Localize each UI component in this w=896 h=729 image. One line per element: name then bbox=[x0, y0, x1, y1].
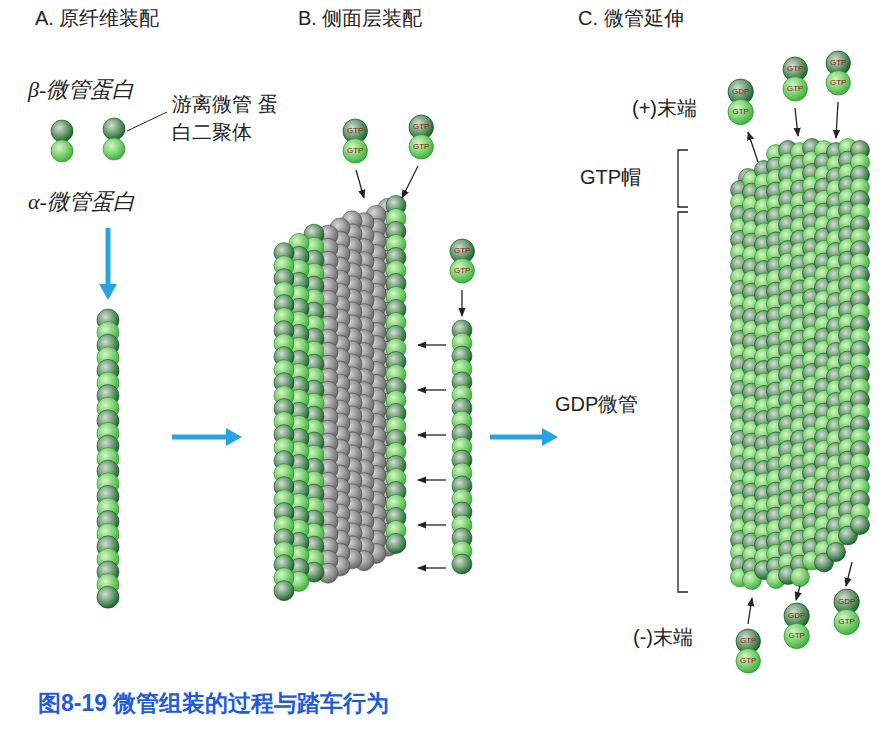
flow-arrow bbox=[418, 479, 446, 480]
range-bracket bbox=[678, 150, 688, 207]
tubulin-dimer: GTP GTP bbox=[735, 628, 761, 674]
dimer-shape bbox=[408, 114, 434, 160]
nucleotide-label: GTP bbox=[788, 632, 804, 640]
tubulin-subunit bbox=[783, 77, 807, 101]
flow-arrow bbox=[418, 524, 446, 525]
nucleotide-label: GTP bbox=[787, 85, 803, 93]
nucleotide-label: GDP bbox=[838, 598, 855, 606]
tubulin-subunit bbox=[409, 135, 433, 159]
tubulin-subunit bbox=[827, 543, 846, 562]
dimer-shape bbox=[735, 628, 761, 674]
flow-arrow bbox=[748, 132, 758, 162]
tubulin-subunit bbox=[736, 649, 760, 673]
dimer-shape bbox=[782, 56, 808, 102]
flow-arrow bbox=[795, 108, 798, 136]
figure-label: (+)末端 bbox=[632, 96, 697, 121]
tubulin-subunit bbox=[450, 259, 474, 283]
flow-arrow bbox=[461, 290, 462, 316]
nucleotide-label: GTP bbox=[347, 147, 363, 155]
flow-arrow bbox=[418, 567, 446, 568]
figure-label: GDP微管 bbox=[555, 392, 638, 417]
step-arrow bbox=[172, 435, 226, 440]
dimer-shape bbox=[727, 78, 754, 126]
flow-arrow bbox=[402, 166, 418, 198]
tubulin-subunit bbox=[728, 99, 753, 124]
nucleotide-label: GTP bbox=[454, 267, 470, 275]
drawing bbox=[51, 102, 870, 624]
figure-label: A. 原纤维装配 bbox=[35, 6, 159, 31]
tubulin-subunit bbox=[103, 138, 125, 160]
figure-label: 游离微管 蛋白二聚体 bbox=[172, 90, 284, 146]
tubulin-subunit bbox=[51, 140, 73, 162]
sheet-panel bbox=[274, 166, 558, 601]
nucleotide-label: GTP bbox=[830, 79, 846, 87]
figure-label: α-微管蛋白 bbox=[28, 188, 135, 216]
flow-arrow bbox=[836, 102, 838, 138]
tubulin-dimer: GTP GTP bbox=[782, 56, 808, 102]
tubulin-subunit bbox=[274, 581, 294, 601]
step-arrow bbox=[106, 228, 111, 284]
nucleotide-label: GTP bbox=[740, 657, 756, 665]
nucleotide-label: GTP bbox=[830, 59, 846, 67]
figure-label: β-微管蛋白 bbox=[28, 76, 134, 104]
protofilament-panel bbox=[51, 112, 242, 608]
tubulin-dimer: GTP GTP bbox=[449, 238, 475, 284]
nucleotide-label: GTP bbox=[413, 143, 429, 151]
tubulin-subunit bbox=[343, 139, 367, 163]
nucleotide-label: GTP bbox=[838, 618, 854, 626]
nucleotide-label: GTP bbox=[732, 108, 748, 116]
tubulin-subunit bbox=[386, 533, 406, 553]
nucleotide-label: GTP bbox=[740, 637, 756, 645]
tubulin-dimer: GTP GTP bbox=[825, 50, 851, 96]
figure-label: B. 侧面层装配 bbox=[298, 6, 422, 31]
nucleotide-label: GTP bbox=[347, 127, 363, 135]
tubulin-dimer: GDP GTP bbox=[833, 588, 860, 636]
nucleotide-label: GDP bbox=[788, 612, 805, 620]
step-arrow-head bbox=[99, 284, 117, 300]
dimer-shape bbox=[342, 118, 368, 164]
tubulin-subunit bbox=[51, 120, 73, 142]
flow-arrow bbox=[418, 389, 446, 390]
step-arrow-head bbox=[542, 428, 558, 446]
dimer-shape bbox=[783, 602, 810, 650]
step-arrow-head bbox=[226, 428, 242, 446]
nucleotide-label: GTP bbox=[787, 65, 803, 73]
dimer-shape bbox=[833, 588, 860, 636]
tubulin-subunit bbox=[452, 554, 472, 574]
tubulin-subunit bbox=[834, 609, 859, 634]
figure-label: (-)末端 bbox=[633, 625, 693, 650]
dimer-shape bbox=[825, 50, 851, 96]
microtubule-panel bbox=[678, 102, 870, 624]
tubulin-subunit bbox=[103, 118, 125, 140]
flow-arrow bbox=[418, 344, 446, 345]
flow-arrow bbox=[356, 170, 364, 198]
tubulin-subunit bbox=[851, 516, 870, 535]
tubulin-subunit bbox=[791, 568, 810, 587]
figure-caption: 图8-19 微管组装的过程与踏车行为 bbox=[38, 688, 389, 719]
tubulin-dimer: GDP GTP bbox=[727, 78, 754, 126]
tubulin-subunit bbox=[826, 71, 850, 95]
nucleotide-label: GTP bbox=[454, 247, 470, 255]
range-bracket bbox=[678, 212, 688, 592]
flow-arrow bbox=[846, 562, 852, 586]
flow-arrow bbox=[418, 434, 446, 435]
nucleotide-label: GDP bbox=[732, 88, 749, 96]
flow-arrow bbox=[748, 598, 752, 624]
figure-label: C. 微管延伸 bbox=[578, 6, 684, 31]
tubulin-dimer: GTP GTP bbox=[408, 114, 434, 160]
nucleotide-label: GTP bbox=[413, 123, 429, 131]
flow-arrow bbox=[796, 586, 800, 600]
tubulin-dimer: GTP GTP bbox=[342, 118, 368, 164]
tubulin-dimer: GDP GTP bbox=[783, 602, 810, 650]
leader-line bbox=[127, 112, 167, 131]
step-arrow bbox=[490, 435, 542, 440]
dimer-shape bbox=[449, 238, 475, 284]
tubulin-subunit bbox=[784, 623, 809, 648]
figure-label: GTP帽 bbox=[580, 165, 641, 190]
tubulin-subunit bbox=[97, 586, 119, 608]
